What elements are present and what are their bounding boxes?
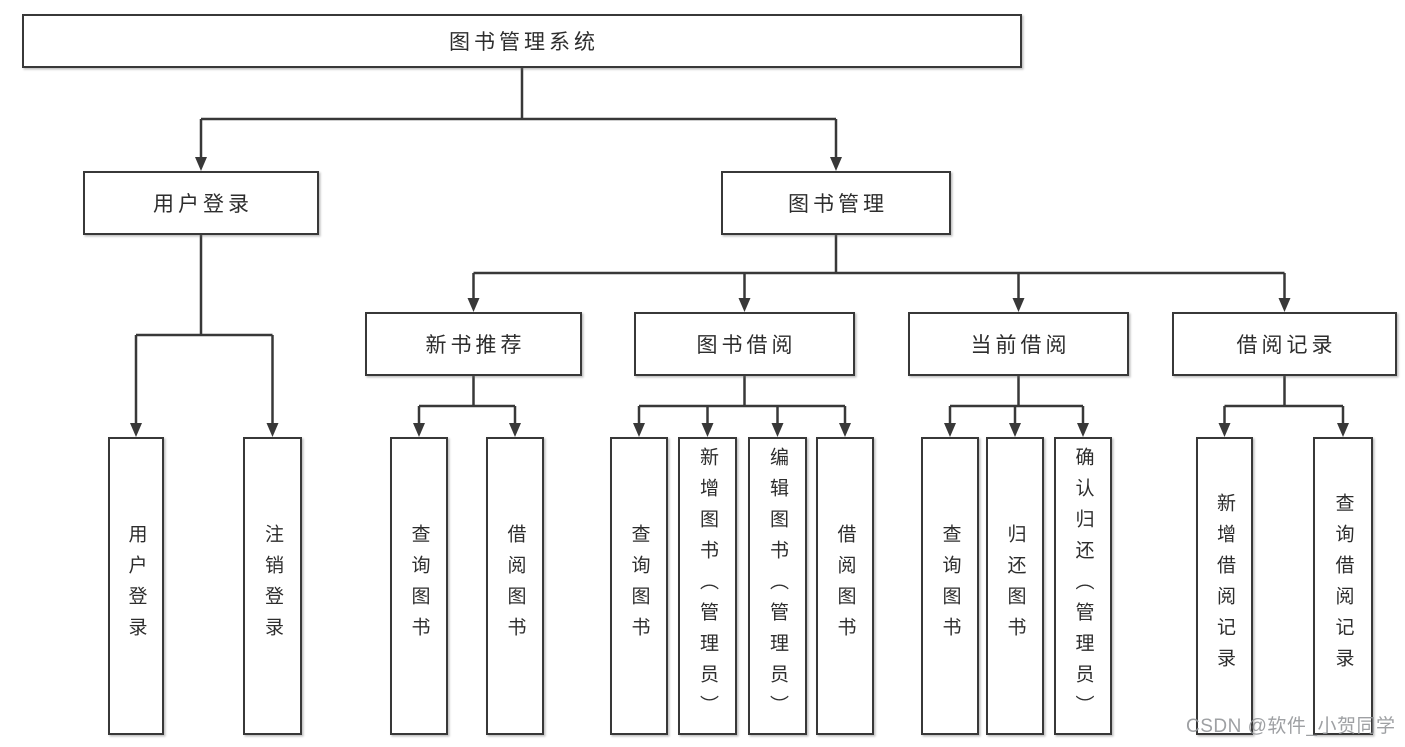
leaf-logout: 注销登录 [243,437,302,735]
node-borrow-records: 借阅记录 [1172,312,1397,376]
connector-path [472,235,1286,299]
node-user-login: 用户登录 [83,171,319,235]
connector-book-borrow-children [633,376,851,437]
arrowhead-icon [1009,423,1021,437]
arrowhead-icon [944,423,956,437]
arrowhead-icon [509,423,521,437]
connector-path [134,235,274,424]
node-new-book-recommend-label: 新书推荐 [425,334,526,357]
arrowhead-icon [467,298,480,312]
arrowhead-icon [195,157,207,171]
connector-path [637,376,847,424]
leaf-confirm-return-admin-label: 确认归还（管理员） [1072,446,1094,726]
arrowhead-icon [839,423,851,437]
connector-path [199,68,838,158]
leaf-add-book-admin: 新增图书（管理员） [678,437,737,735]
connector-current-borrow-children [944,376,1089,437]
node-new-book-recommend: 新书推荐 [365,312,582,376]
node-book-borrow: 图书借阅 [634,312,855,376]
arrowhead-icon [1278,298,1291,312]
arrowhead-icon [1337,423,1349,437]
leaf-borrow-books-recommend-label: 借阅图书 [504,524,526,648]
connector-path [417,376,517,424]
leaf-query-borrow-record: 查询借阅记录 [1313,437,1373,735]
leaf-logout-label: 注销登录 [262,524,283,648]
leaf-add-borrow-record-label: 新增借阅记录 [1214,493,1235,679]
connector-new-book-recommend-children [413,376,521,437]
connector-book-management-children [467,235,1291,312]
leaf-confirm-return-admin: 确认归还（管理员） [1054,437,1112,735]
arrowhead-icon [130,423,142,437]
leaf-query-books-recommend-label: 查询图书 [408,524,430,648]
leaf-query-books-borrow-label: 查询图书 [628,524,650,648]
connector-borrow-records-children [1218,376,1349,437]
arrowhead-icon [1012,298,1025,312]
leaf-borrow-books-label: 借阅图书 [834,524,856,648]
watermark: CSDN @软件_小贺同学 [1186,716,1396,737]
connector-path [1223,376,1345,424]
leaf-borrow-books-recommend: 借阅图书 [486,437,544,735]
node-book-management: 图书管理 [721,171,951,235]
node-book-management-system-label: 图书管理系统 [449,31,599,54]
node-user-login-label: 用户登录 [153,193,253,216]
node-current-borrow-label: 当前借阅 [970,334,1071,357]
node-borrow-records-label: 借阅记录 [1236,334,1337,357]
leaf-edit-book-admin-label: 编辑图书（管理员） [767,446,788,726]
connector-root-to-level2 [195,68,842,171]
arrowhead-icon [266,423,279,437]
leaf-user-login-label: 用户登录 [125,524,147,648]
leaf-query-books-recommend: 查询图书 [390,437,448,735]
leaf-query-books-borrow: 查询图书 [610,437,668,735]
node-book-management-system: 图书管理系统 [22,14,1022,68]
node-current-borrow: 当前借阅 [908,312,1129,376]
arrowhead-icon [1218,423,1231,437]
leaf-add-book-admin-label: 新增图书（管理员） [697,446,718,726]
leaf-add-borrow-record: 新增借阅记录 [1196,437,1253,735]
node-book-management-label: 图书管理 [788,193,888,216]
arrowhead-icon [633,423,645,437]
leaf-query-borrow-record-label: 查询借阅记录 [1332,493,1354,679]
arrowhead-icon [738,298,751,312]
leaf-return-book: 归还图书 [986,437,1044,735]
leaf-query-books-current-label: 查询图书 [939,524,961,648]
leaf-borrow-books: 借阅图书 [816,437,874,735]
arrowhead-icon [701,423,714,437]
arrowhead-icon [1077,423,1089,437]
leaf-edit-book-admin: 编辑图书（管理员） [748,437,807,735]
connector-user-login-children [130,235,279,437]
node-book-borrow-label: 图书借阅 [696,334,797,357]
connector-path [948,376,1085,424]
arrowhead-icon [413,423,425,437]
leaf-user-login: 用户登录 [108,437,164,735]
leaf-query-books-current: 查询图书 [921,437,979,735]
arrowhead-icon [771,423,784,437]
leaf-return-book-label: 归还图书 [1004,524,1026,648]
arrowhead-icon [830,157,842,171]
